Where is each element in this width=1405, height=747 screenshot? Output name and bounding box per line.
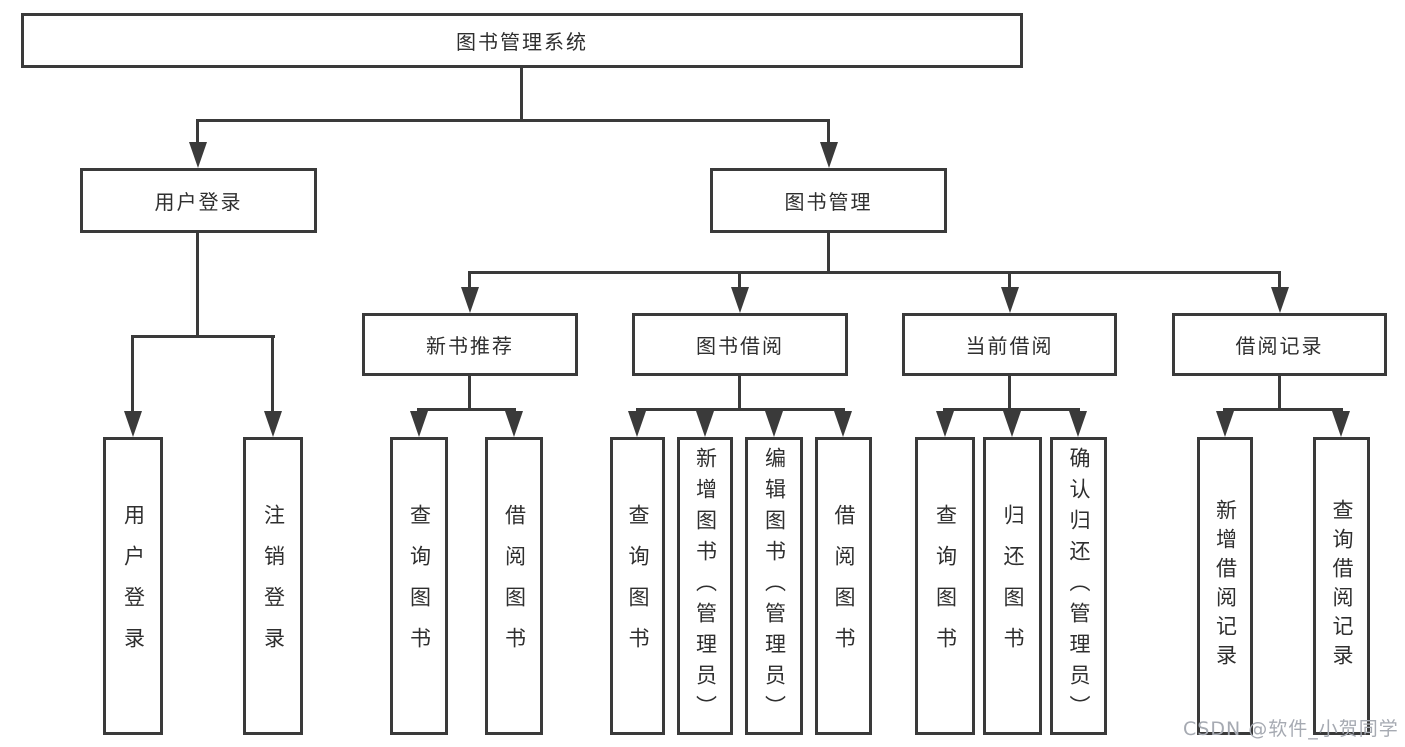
- node-book-borrow: 图书借阅: [632, 313, 848, 376]
- leaf-logout-label: 注销登录: [261, 504, 286, 668]
- connector-borrow-records-bar: [1223, 408, 1343, 411]
- leaf-user-login: 用户登录: [103, 437, 163, 735]
- leaf-borrow-books-recommend: 借阅图书: [485, 437, 543, 735]
- arrowhead: [765, 411, 783, 437]
- connector-current-borrow-bar: [943, 408, 1080, 411]
- arrowhead: [410, 411, 428, 437]
- arrowhead: [1069, 411, 1087, 437]
- leaf-query-books-borrow-label: 查询图书: [626, 504, 650, 668]
- connector-borrow-records-stem: [1278, 376, 1281, 411]
- arrowhead: [1001, 287, 1019, 313]
- leaf-edit-books-admin: 编辑图书（管理员）: [745, 437, 803, 735]
- leaf-edit-books-admin-label: 编辑图书（管理员）: [762, 446, 787, 726]
- leaf-add-borrow-record-label: 新增借阅记录: [1213, 499, 1238, 673]
- leaf-return-books-label: 归还图书: [1001, 504, 1025, 668]
- leaf-logout: 注销登录: [243, 437, 303, 735]
- csdn-watermark: CSDN @软件_小贺同学: [1183, 718, 1399, 740]
- connector-current-borrow-stem: [1008, 376, 1011, 411]
- connector-root-stem: [520, 68, 523, 122]
- connector-root-bar: [196, 119, 830, 122]
- node-new-book-recommend-label: 新书推荐: [426, 334, 514, 358]
- connector-user-login-stem: [196, 233, 199, 337]
- node-borrow-records-label: 借阅记录: [1235, 334, 1324, 358]
- arrowhead: [124, 411, 142, 437]
- connector-root-shaft-left: [196, 119, 199, 147]
- leaf-user-login-label: 用户登录: [121, 504, 146, 668]
- node-book-borrow-label: 图书借阅: [696, 334, 784, 358]
- connector-book-mgmt-shaft-2: [738, 271, 741, 291]
- connector-root-shaft-right: [827, 119, 830, 147]
- leaf-add-borrow-record: 新增借阅记录: [1197, 437, 1253, 735]
- node-current-borrow: 当前借阅: [902, 313, 1117, 376]
- leaf-return-books: 归还图书: [983, 437, 1042, 735]
- connector-book-mgmt-shaft-3: [1008, 271, 1011, 291]
- leaf-query-borrow-record-label: 查询借阅记录: [1330, 499, 1354, 673]
- node-user-login-label: 用户登录: [154, 190, 243, 214]
- arrowhead: [505, 411, 523, 437]
- connector-book-borrow-bar: [636, 408, 845, 411]
- arrowhead: [731, 287, 749, 313]
- connector-user-login-shaft-right: [271, 335, 274, 415]
- connector-book-borrow-stem: [738, 376, 741, 411]
- arrowhead: [820, 142, 838, 168]
- arrowhead: [936, 411, 954, 437]
- arrowhead: [696, 411, 714, 437]
- arrowhead: [264, 411, 282, 437]
- connector-user-login-shaft-left: [131, 335, 134, 415]
- connector-book-mgmt-bar: [468, 271, 1281, 274]
- leaf-query-books-borrow: 查询图书: [610, 437, 665, 735]
- node-current-borrow-label: 当前借阅: [965, 334, 1054, 358]
- leaf-borrow-books-recommend-label: 借阅图书: [502, 504, 527, 668]
- leaf-confirm-return-admin-label: 确认归还（管理员）: [1067, 446, 1091, 726]
- arrowhead: [628, 411, 646, 437]
- node-new-book-recommend: 新书推荐: [362, 313, 578, 376]
- arrowhead: [1216, 411, 1234, 437]
- node-root: 图书管理系统: [21, 13, 1023, 68]
- arrowhead: [189, 142, 207, 168]
- arrowhead: [834, 411, 852, 437]
- node-root-label: 图书管理系统: [456, 30, 588, 54]
- leaf-confirm-return-admin: 确认归还（管理员）: [1050, 437, 1107, 735]
- leaf-borrow-books-label: 借阅图书: [832, 504, 856, 668]
- arrowhead: [1332, 411, 1350, 437]
- node-borrow-records: 借阅记录: [1172, 313, 1387, 376]
- node-book-mgmt: 图书管理: [710, 168, 947, 233]
- node-book-mgmt-label: 图书管理: [784, 190, 873, 214]
- arrowhead: [1003, 411, 1021, 437]
- connector-new-book-bar: [417, 408, 516, 411]
- arrowhead: [461, 287, 479, 313]
- leaf-query-books-recommend-label: 查询图书: [407, 504, 432, 668]
- leaf-query-books-current-label: 查询图书: [933, 504, 958, 668]
- leaf-add-books-admin-label: 新增图书（管理员）: [693, 446, 718, 726]
- node-user-login: 用户登录: [80, 168, 317, 233]
- leaf-add-books-admin: 新增图书（管理员）: [677, 437, 733, 735]
- leaf-borrow-books: 借阅图书: [815, 437, 872, 735]
- connector-book-mgmt-shaft-1: [468, 271, 471, 291]
- connector-book-mgmt-shaft-4: [1278, 271, 1281, 291]
- leaf-query-books-recommend: 查询图书: [390, 437, 448, 735]
- arrowhead: [1271, 287, 1289, 313]
- connector-user-login-bar: [131, 335, 275, 338]
- connector-book-mgmt-stem: [827, 233, 830, 274]
- leaf-query-books-current: 查询图书: [915, 437, 975, 735]
- connector-new-book-stem: [468, 376, 471, 411]
- leaf-query-borrow-record: 查询借阅记录: [1313, 437, 1370, 735]
